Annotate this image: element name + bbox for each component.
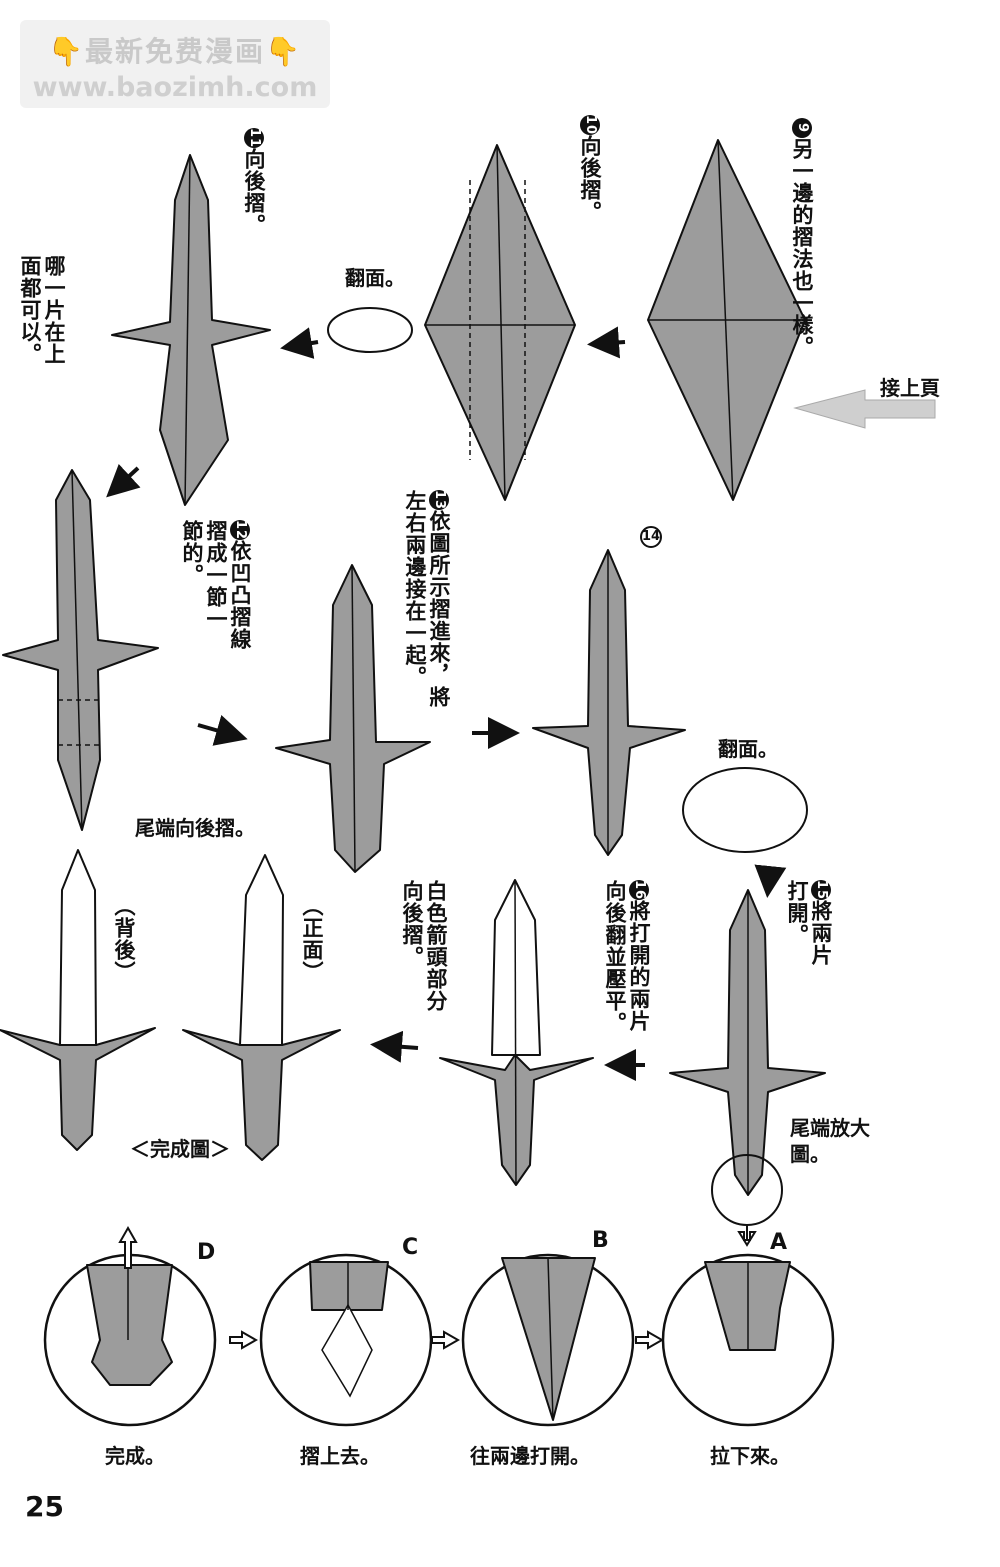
step-10-number: 10 bbox=[580, 115, 600, 135]
step-16-text: 將打開的兩片向後翻並壓平。 bbox=[603, 880, 651, 1034]
page-number: 25 bbox=[25, 1490, 64, 1523]
detail-caption-d: 完成。 bbox=[105, 1444, 165, 1468]
tail-zoom-label: 尾端放大圖。 bbox=[790, 1116, 870, 1166]
detail-letter-c: C bbox=[402, 1235, 419, 1260]
finished-back-diagram bbox=[0, 1027, 156, 1151]
step-12-text: 依凹凸摺線摺成一節一節的。 bbox=[180, 520, 252, 650]
step-13-number: 13 bbox=[429, 490, 449, 510]
step10-diagram bbox=[424, 144, 576, 501]
step-11-number: 11 bbox=[244, 128, 264, 148]
step-15-label: 15將兩片打開。 bbox=[785, 880, 833, 970]
front-label: （正面） bbox=[300, 895, 324, 983]
step-9-label: 9另一邊的摺法也一樣。 bbox=[790, 118, 814, 368]
finished-front-diagram bbox=[182, 1029, 341, 1161]
step-15-number: 15 bbox=[811, 880, 831, 900]
step-11-label: 11向後摺。 bbox=[242, 128, 266, 258]
watermark-box: 👇最新免费漫画👇 www.baozimh.com bbox=[20, 20, 330, 108]
detail-letter-d: D bbox=[197, 1240, 216, 1265]
detail-letter-b: B bbox=[592, 1228, 609, 1253]
detail-letter-a: A bbox=[770, 1230, 788, 1255]
white-arrow-label: 白色箭頭部分向後摺。 bbox=[400, 880, 448, 1012]
step-14-number: 14 bbox=[640, 526, 662, 548]
step-14-label: 14 bbox=[640, 525, 662, 548]
step-13-label: 13依圖所示摺進來，將左右兩邊接在一起。 bbox=[403, 490, 451, 720]
watermark-url: www.baozimh.com bbox=[32, 72, 318, 103]
step-9-text: 另一邊的摺法也一樣。 bbox=[790, 138, 814, 358]
step-11-text: 向後摺。 bbox=[242, 148, 266, 236]
step-16-number: 16 bbox=[629, 880, 649, 900]
finished-title: ＜完成圖＞ bbox=[130, 1137, 230, 1161]
watermark-title: 👇最新免费漫画👇 bbox=[48, 35, 302, 68]
step-10-label: 10向後摺。 bbox=[578, 115, 602, 245]
continue-label: 接上頁 bbox=[880, 376, 940, 400]
detail-caption-a: 拉下來。 bbox=[710, 1444, 790, 1468]
step-13-text: 依圖所示摺進來，將左右兩邊接在一起。 bbox=[403, 490, 451, 708]
step14-diagram bbox=[532, 549, 686, 856]
flip-label-1: 翻面。 bbox=[345, 266, 405, 290]
tail-back-label: 尾端向後摺。 bbox=[135, 816, 255, 840]
step-12-label: 12依凹凸摺線摺成一節一節的。 bbox=[180, 520, 252, 650]
flip-label-2: 翻面。 bbox=[718, 737, 778, 761]
detail-caption-c: 摺上去。 bbox=[300, 1444, 380, 1468]
back-label: （背後） bbox=[112, 895, 136, 983]
step-16-label: 16將打開的兩片向後翻並壓平。 bbox=[603, 880, 651, 1050]
step-9-number: 9 bbox=[792, 118, 812, 138]
either-piece-label: 哪一片在上面都可以。 bbox=[18, 255, 66, 365]
step-15-text: 將兩片打開。 bbox=[785, 880, 833, 966]
detail-caption-b: 往兩邊打開。 bbox=[470, 1444, 590, 1468]
step-12-number: 12 bbox=[230, 520, 250, 540]
step-10-text: 向後摺。 bbox=[578, 135, 602, 223]
